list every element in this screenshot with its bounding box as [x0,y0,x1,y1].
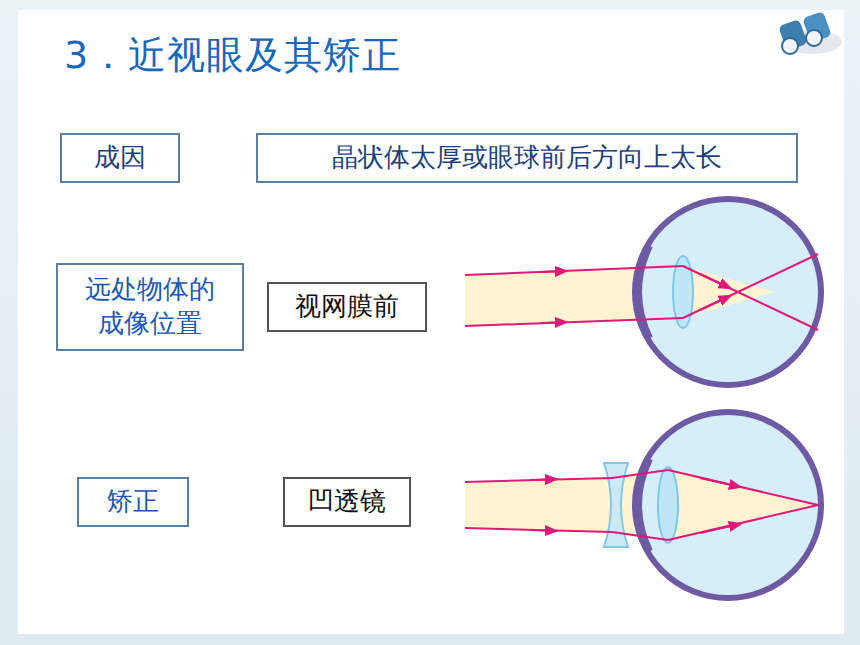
content-box: 凹透镜 [283,477,411,527]
content-box: 晶状体太厚或眼球前后方向上太长 [256,133,798,183]
myopic-eye [465,199,821,385]
label-box: 矫正 [77,477,189,527]
box-text: 矫正 [107,485,159,519]
label-box: 成因 [60,133,180,183]
slide-title: 3．近视眼及其矫正 [64,30,401,81]
box-text: 晶状体太厚或眼球前后方向上太长 [332,141,722,175]
corrected-eye [465,412,821,598]
box-text: 凹透镜 [308,485,386,519]
panel [18,10,844,634]
content-box: 视网膜前 [267,282,427,332]
box-text: 视网膜前 [295,290,399,324]
label-box: 远处物体的成像位置 [56,263,244,351]
box-text: 远处物体的成像位置 [82,273,218,341]
box-text: 成因 [94,141,146,175]
binoculars-icon [778,11,842,54]
